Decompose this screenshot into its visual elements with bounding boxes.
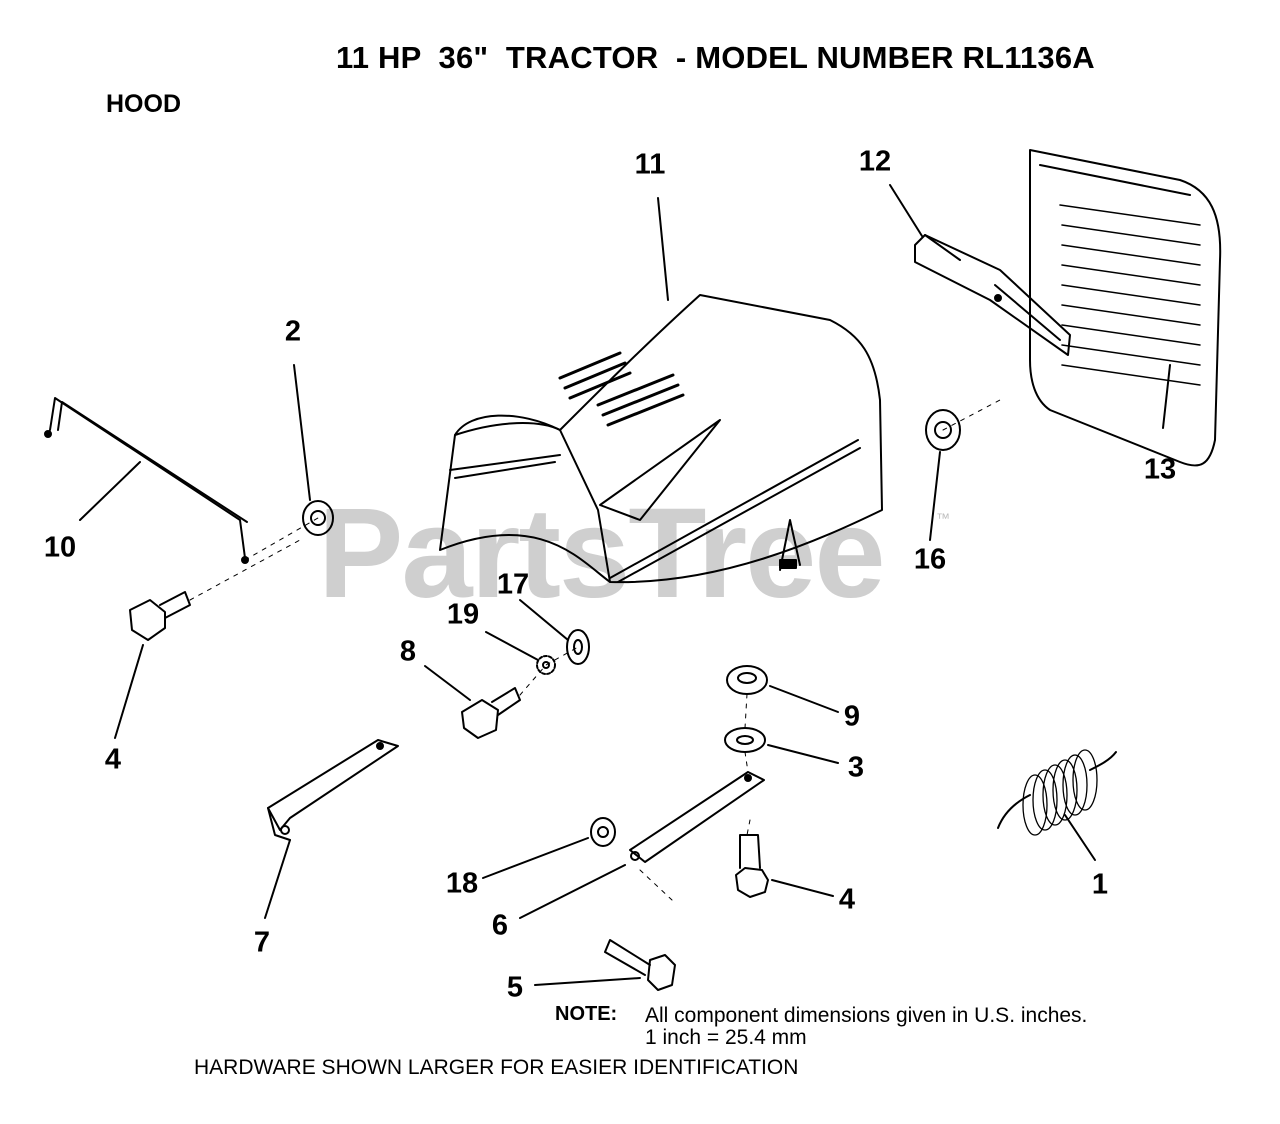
washer-part-17 [566,629,590,665]
callout-9: 9 [843,700,861,733]
callout-13: 13 [1143,453,1177,486]
diagram-title: 11 HP 36" TRACTOR - MODEL NUMBER RL1136A [336,40,1095,75]
note-label: NOTE: [555,1003,618,1025]
bracket-part-7 [267,739,399,841]
bolt-part-4-right [735,834,769,898]
callout-18: 18 [445,867,479,900]
hinge-bracket-part-12 [914,234,1071,356]
note-text: All component dimensions given in U.S. i… [645,1005,1087,1049]
callout-16: 16 [913,543,947,576]
lockwasher-part-19 [536,655,556,675]
callout-10: 10 [43,531,77,564]
note-line-1: All component dimensions given in U.S. i… [645,1004,1088,1027]
hardware-note: HARDWARE SHOWN LARGER FOR EASIER IDENTIF… [194,1056,799,1079]
alignment-lines [189,399,1001,901]
note-line-2: 1 inch = 25.4 mm [645,1026,807,1049]
trademark-symbol: ™ [936,510,950,526]
callout-8: 8 [399,635,417,668]
callout-17: 17 [496,568,530,601]
callout-12: 12 [858,145,892,178]
callout-7: 7 [253,926,271,959]
nut-part-16 [925,409,961,451]
bolt-part-4-left [129,591,191,641]
callout-5: 5 [506,971,524,1004]
callout-4-left: 4 [104,743,122,776]
washer-part-18 [590,817,616,847]
callout-2: 2 [284,315,302,348]
callout-3: 3 [847,751,865,784]
leader-lines [79,184,1171,986]
bolt-part-8 [461,687,521,739]
nut-part-2 [302,500,334,536]
section-heading: HOOD [106,90,181,118]
callout-11: 11 [634,148,666,181]
bolt-part-5 [604,939,676,991]
callout-19: 19 [446,598,480,631]
callout-6: 6 [491,909,509,942]
callout-4-right: 4 [838,883,856,916]
hood-part-11 [439,294,883,584]
washer-part-3 [724,727,766,753]
nut-part-9 [726,665,768,695]
callout-1: 1 [1091,868,1109,901]
spring-part-1 [997,749,1117,836]
grille-part-13 [1029,149,1222,467]
rod-part-10 [44,397,249,564]
bracket-part-6 [629,771,765,863]
